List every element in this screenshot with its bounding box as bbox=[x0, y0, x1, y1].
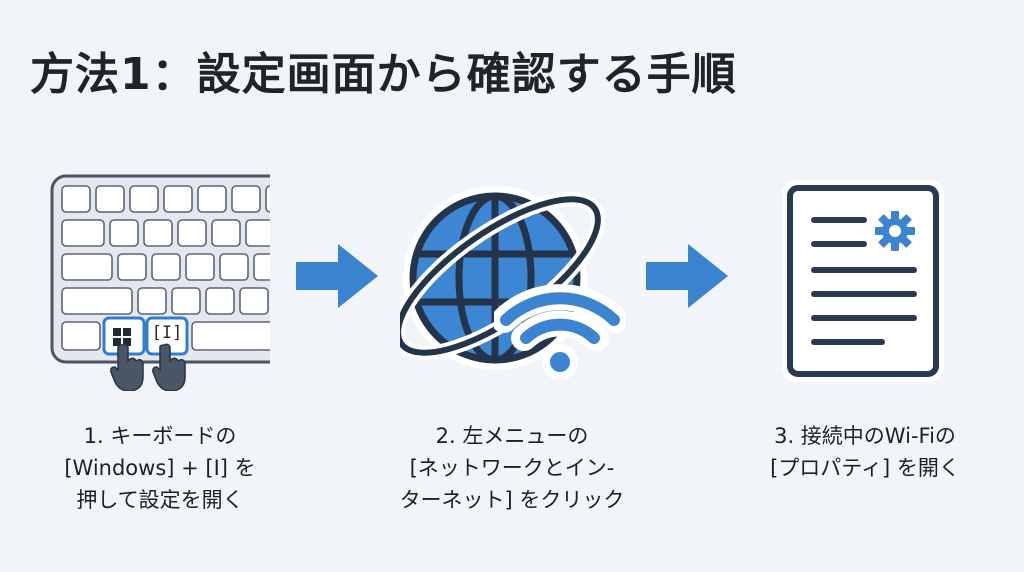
windows-logo-icon bbox=[113, 328, 131, 346]
hand-pointer-icon bbox=[152, 343, 186, 391]
step-2-line-1: 2. 左メニューの bbox=[435, 424, 589, 448]
step-1-line-3: 押して設定を開く bbox=[76, 488, 244, 512]
settings-document-icon bbox=[782, 180, 944, 382]
hand-pointer-icon bbox=[110, 343, 144, 391]
step-1-caption: 1. キーボードの [Windows] + [I] を 押して設定を開く bbox=[40, 420, 280, 516]
step-3-caption: 3. 接続中のWi-Fiの [プロパティ] を開く bbox=[740, 420, 990, 484]
arrow-right-icon bbox=[296, 244, 378, 308]
step-2-line-3: ターネット] をクリック bbox=[399, 488, 625, 512]
step-3-line-1: 3. 接続中のWi-Fiの bbox=[774, 424, 956, 448]
arrow-right-icon bbox=[646, 244, 728, 308]
step-3-line-2: [プロパティ] を開く bbox=[770, 456, 960, 480]
wifi-icon bbox=[494, 284, 626, 380]
gear-icon bbox=[875, 211, 915, 251]
step-2-line-2: [ネットワークとイン- bbox=[409, 456, 615, 480]
step-1-line-1: 1. キーボードの bbox=[83, 424, 237, 448]
i-key-label: [I] bbox=[151, 323, 183, 343]
step-1-line-2: [Windows] + [I] を bbox=[64, 456, 256, 480]
keyboard-icon bbox=[50, 174, 270, 364]
step-2-caption: 2. 左メニューの [ネットワークとイン- ターネット] をクリック bbox=[380, 420, 644, 516]
page-title: 方法1：設定画面から確認する手順 bbox=[30, 49, 737, 100]
